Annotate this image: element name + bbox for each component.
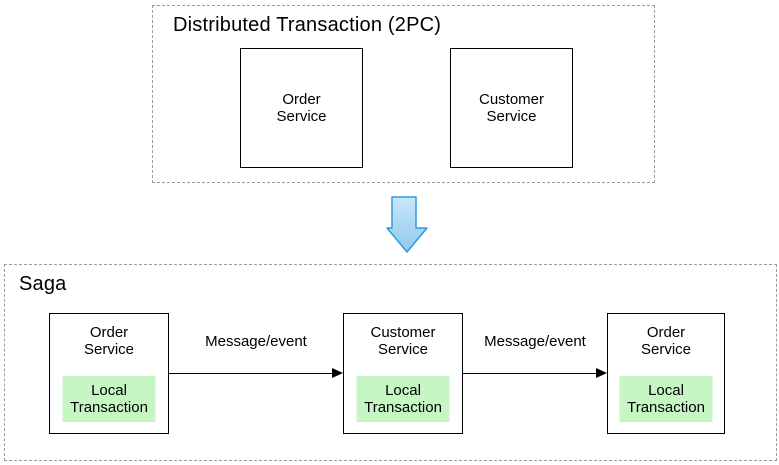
twopc-customer-service-box: Customer Service [450, 48, 573, 168]
service-box-label: Customer Service [370, 324, 436, 359]
message-event-arrow-1: Message/event [169, 333, 343, 381]
local-transaction-label: Local Transaction [70, 381, 148, 416]
service-box-label: Order Service [640, 324, 692, 359]
arrow-line [463, 373, 598, 374]
message-event-label: Message/event [205, 333, 307, 350]
local-transaction-box: Local Transaction [62, 376, 156, 422]
message-event-arrow-2: Message/event [463, 333, 607, 381]
local-transaction-label: Local Transaction [627, 381, 705, 416]
saga-step-order-service-1: Order Service Local Transaction [49, 313, 169, 434]
arrow-head-icon [596, 368, 607, 378]
saga-step-customer-service: Customer Service Local Transaction [343, 313, 463, 434]
message-event-label: Message/event [484, 333, 586, 350]
arrow-head-icon [332, 368, 343, 378]
service-box-label: Order Service [83, 324, 135, 359]
twopc-panel-title: Distributed Transaction (2PC) [173, 14, 442, 36]
service-box-label: Order Service [276, 90, 327, 125]
twopc-order-service-box: Order Service [240, 48, 363, 168]
arrow-line [169, 373, 334, 374]
local-transaction-label: Local Transaction [364, 381, 442, 416]
down-arrow-icon [386, 196, 428, 253]
service-box-label: Customer Service [478, 90, 545, 125]
local-transaction-box: Local Transaction [619, 376, 713, 422]
twopc-panel: Distributed Transaction (2PC) [152, 5, 655, 183]
local-transaction-box: Local Transaction [356, 376, 450, 422]
saga-panel-title: Saga [19, 273, 67, 295]
saga-step-order-service-2: Order Service Local Transaction [607, 313, 725, 434]
